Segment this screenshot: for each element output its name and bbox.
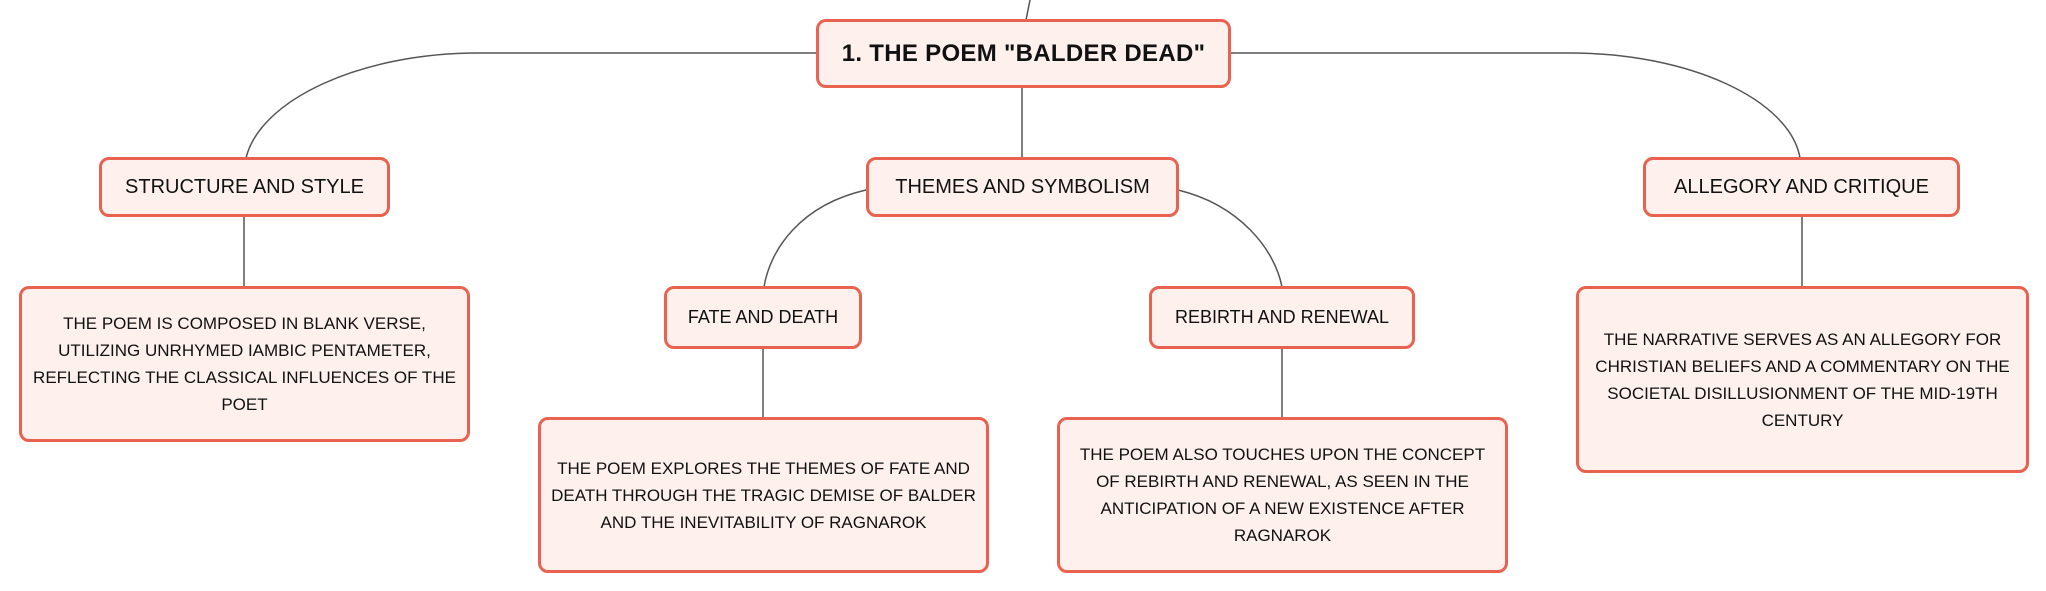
subtopic-node-fate-and-death[interactable]: FATE AND DEATH	[664, 286, 862, 349]
detail-node-text: THE POEM EXPLORES THE THEMES OF FATE AND…	[551, 458, 976, 532]
connector-themes-to-rebirth	[1177, 189, 1283, 288]
root-node-label: 1. THE POEM "BALDER DEAD"	[841, 39, 1206, 67]
detail-node-allegory-and-critique[interactable]: THE NARRATIVE SERVES AS AN ALLEGORY FOR …	[1576, 286, 2029, 473]
branch-node-allegory-and-critique[interactable]: ALLEGORY AND CRITIQUE	[1643, 157, 1960, 217]
branch-node-label: ALLEGORY AND CRITIQUE	[1674, 175, 1929, 198]
subtopic-node-label: FATE AND DEATH	[687, 307, 839, 327]
detail-node-fate-and-death[interactable]: THE POEM EXPLORES THE THEMES OF FATE AND…	[538, 417, 989, 573]
detail-node-text: THE POEM ALSO TOUCHES UPON THE CONCEPT O…	[1079, 445, 1486, 545]
detail-node-text: THE NARRATIVE SERVES AS AN ALLEGORY FOR …	[1595, 329, 2010, 430]
connector-themes-to-fate	[763, 189, 867, 288]
connector-root-to-structure	[245, 52, 818, 159]
detail-node-text: THE POEM IS COMPOSED IN BLANK VERSE, UTI…	[33, 314, 456, 414]
branch-node-label: THEMES AND SYMBOLISM	[895, 175, 1150, 198]
branch-node-label: STRUCTURE AND STYLE	[125, 175, 364, 198]
connector-root-to-allegory	[1229, 52, 1801, 159]
branch-node-structure-and-style[interactable]: STRUCTURE AND STYLE	[99, 157, 390, 217]
subtopic-node-rebirth-and-renewal[interactable]: REBIRTH AND RENEWAL	[1149, 286, 1415, 349]
root-node[interactable]: 1. THE POEM "BALDER DEAD"	[816, 19, 1231, 88]
subtopic-node-label: REBIRTH AND RENEWAL	[1174, 307, 1390, 327]
connector-parent-to-root	[1025, 0, 1031, 21]
detail-node-rebirth-and-renewal[interactable]: THE POEM ALSO TOUCHES UPON THE CONCEPT O…	[1057, 417, 1508, 573]
detail-node-structure-and-style[interactable]: THE POEM IS COMPOSED IN BLANK VERSE, UTI…	[19, 286, 470, 442]
branch-node-themes-and-symbolism[interactable]: THEMES AND SYMBOLISM	[866, 157, 1179, 217]
